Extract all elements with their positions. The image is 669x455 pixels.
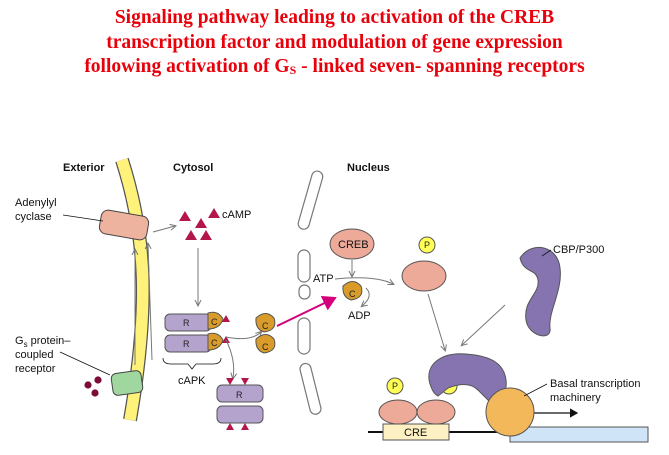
adenylyl-cyclase-label-1: Adenylyl xyxy=(15,197,57,209)
receptor-ligand xyxy=(84,376,102,397)
dimer-phosphate-left: P xyxy=(392,381,398,391)
capk-r-top: R xyxy=(183,318,190,328)
capk-label: cAPK xyxy=(178,375,206,387)
adp-label: ADP xyxy=(348,310,371,322)
gene-coding-region xyxy=(509,426,649,443)
nucleus-header: Nucleus xyxy=(347,162,390,174)
dissociation-arrows xyxy=(225,332,261,378)
camp-molecules xyxy=(179,208,220,240)
exterior-header: Exterior xyxy=(63,162,105,174)
nuclear-catalytic-subunit: C xyxy=(342,281,363,301)
capk-bracket xyxy=(162,357,222,370)
cre-label: CRE xyxy=(404,427,427,439)
title-line-1: Signaling pathway leading to activation … xyxy=(114,7,555,28)
regulatory-subunits-camp-bound: R xyxy=(216,378,264,430)
capk-c-top: C xyxy=(211,317,218,327)
gs-label-rest: protein– xyxy=(28,335,72,347)
creb-phosphate-label: P xyxy=(424,240,430,250)
membrane-activation-arrows xyxy=(135,244,153,365)
phosphorylation-arrows xyxy=(334,277,393,306)
creb-label: CREB xyxy=(338,239,369,251)
free-r-label: R xyxy=(236,390,243,400)
gs-receptor-label-2: coupled xyxy=(15,349,54,361)
free-c-bottom: C xyxy=(262,342,269,352)
nuclear-c-label: C xyxy=(349,289,356,299)
gs-receptor xyxy=(110,370,144,396)
title-line-3-post: - linked seven- spanning receptors xyxy=(296,56,585,77)
title-line-3: following activation of GS - linked seve… xyxy=(0,55,669,83)
phosphorylated-creb: P xyxy=(401,236,447,292)
title-line-3-pre: following activation of G xyxy=(84,56,290,77)
camp-label: cAMP xyxy=(222,209,251,221)
free-c-top: C xyxy=(262,321,269,331)
title-line-2: transcription factor and modulation of g… xyxy=(106,31,563,53)
cytosol-header: Cytosol xyxy=(173,162,213,174)
nuclear-envelope xyxy=(297,170,324,415)
creb-protein: CREB xyxy=(329,228,375,260)
gs-label-sub: s xyxy=(24,340,28,349)
capk-r-bottom: R xyxy=(183,339,190,349)
title-line-3-sub: S xyxy=(289,63,297,77)
atp-label: ATP xyxy=(313,273,334,285)
basal-label-2: machinery xyxy=(550,392,601,404)
free-catalytic-subunits: C C xyxy=(255,313,276,354)
cre-element: CRE xyxy=(382,423,450,441)
gs-receptor-label-3: receptor xyxy=(15,363,56,375)
capk-complex: R R C C xyxy=(164,311,230,353)
basal-label-1: Basal transcription xyxy=(550,378,641,390)
nuclear-import-arrow xyxy=(276,296,337,327)
basal-transcription-machinery xyxy=(485,387,535,437)
diagram-title: Signaling pathway leading to activation … xyxy=(0,6,669,83)
cbp-p300-label: CBP/P300 xyxy=(553,244,604,256)
adenylyl-cyclase-label-2: cyclase xyxy=(15,211,52,223)
gs-label-g: G xyxy=(15,335,24,347)
gs-receptor-label-1: Gs protein– xyxy=(15,335,71,349)
capk-c-bottom: C xyxy=(211,338,218,348)
cbp-p300 xyxy=(519,247,561,337)
